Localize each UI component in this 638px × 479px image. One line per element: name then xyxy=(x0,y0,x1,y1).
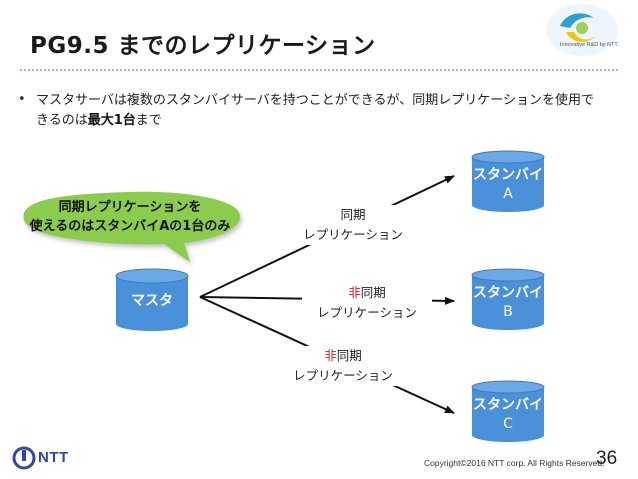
standby-c-label: スタンバイ xyxy=(473,397,543,413)
callout-bubble xyxy=(23,191,240,262)
logo-tagline: Innovative R&D by NTT xyxy=(560,42,618,48)
database-icon xyxy=(115,268,189,331)
database-icon xyxy=(471,150,545,212)
standby-c-letter: C xyxy=(503,416,513,432)
sync-replication-label: 同期 レプリケーション xyxy=(288,205,418,245)
async-b-prefix: 非 xyxy=(348,285,361,300)
callout-text: 同期レプリケーションを 使えるのはスタンバイAの1台のみ xyxy=(22,198,238,236)
master-label: マスタ xyxy=(131,293,173,309)
bullet-text-end: まで xyxy=(135,113,162,128)
standby-b-label: スタンバイ xyxy=(473,285,543,301)
ntt-logo-icon xyxy=(12,446,36,470)
standby-b-node: スタンバイ B xyxy=(470,268,546,330)
async-replication-b-label: 非同期 レプリケーション xyxy=(302,283,432,323)
standby-a-node: スタンバイ A xyxy=(470,150,546,212)
master-node: マスタ xyxy=(114,268,190,332)
ntt-rd-logo-icon xyxy=(546,4,618,56)
sync-line-1: 同期 xyxy=(340,207,366,222)
callout-line-2: 使えるのはスタンバイAの1台のみ xyxy=(29,219,231,234)
async-c-line-2: レプリケーション xyxy=(293,368,393,383)
async-c-rest: 同期 xyxy=(336,348,362,363)
slide-title: PG9.5 までのレプリケーション xyxy=(30,33,376,59)
bullet-text-emphasis: 最大1台 xyxy=(87,113,136,128)
standby-b-letter: B xyxy=(503,304,513,320)
async-b-line-2: レプリケーション xyxy=(317,305,417,320)
database-icon xyxy=(471,380,545,442)
standby-a-letter: A xyxy=(503,186,513,202)
async-replication-c-label: 非同期 レプリケーション xyxy=(278,346,408,386)
copyright-text: Copyright©2016 NTT corp. All Rights Rese… xyxy=(424,458,605,468)
title-divider xyxy=(20,69,618,71)
footer-brand: NTT xyxy=(38,449,69,466)
sync-line-2: レプリケーション xyxy=(303,227,403,242)
bullet-text-main: マスタサーバは複数のスタンバイサーバを持つことができるが、同期レプリケーションを… xyxy=(36,93,594,128)
bullet-icon: • xyxy=(18,92,26,107)
page-number: 36 xyxy=(596,448,618,469)
standby-a-label: スタンバイ xyxy=(473,167,543,183)
database-icon xyxy=(471,268,545,330)
standby-c-node: スタンバイ C xyxy=(470,380,546,442)
callout-line-1: 同期レプリケーションを xyxy=(58,200,202,215)
bullet-text: マスタサーバは複数のスタンバイサーバを持つことができるが、同期レプリケーションを… xyxy=(36,91,596,131)
async-c-prefix: 非 xyxy=(324,348,337,363)
async-b-rest: 同期 xyxy=(360,285,386,300)
